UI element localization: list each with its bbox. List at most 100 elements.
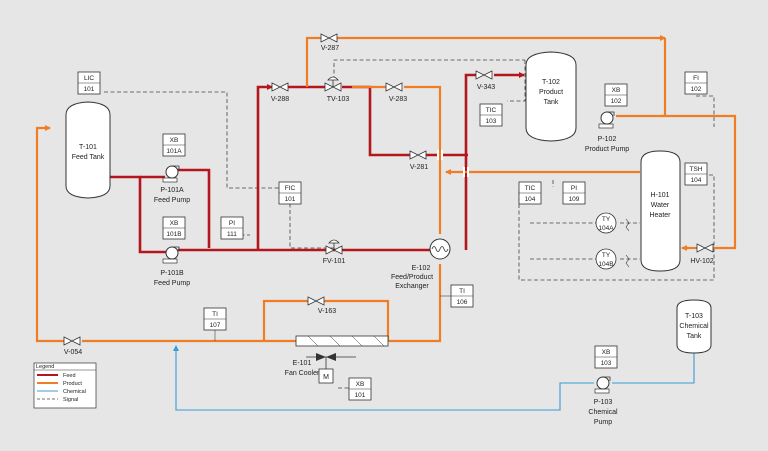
- p103-tag: P-103: [594, 399, 613, 406]
- instrument-ti106[interactable]: TI 106: [440, 284, 474, 308]
- svg-text:XB: XB: [612, 87, 621, 94]
- svg-text:TY: TY: [602, 216, 611, 223]
- svg-text:V-343: V-343: [477, 84, 495, 91]
- control-valve-tv103[interactable]: TV-103: [324, 76, 350, 103]
- e102-name-2: Exchanger: [395, 283, 429, 290]
- svg-text:102: 102: [691, 86, 702, 93]
- svg-text:101: 101: [355, 392, 366, 399]
- feed-tank-t101: T-101 Feed Tank: [65, 101, 111, 199]
- t103-name-1: Chemical: [679, 323, 709, 330]
- svg-text:104A: 104A: [598, 225, 614, 232]
- svg-text:104B: 104B: [598, 261, 613, 268]
- legend-title: Legend: [36, 364, 54, 370]
- t102-tag: T-102: [542, 79, 560, 86]
- p103-name-2: Pump: [594, 419, 612, 426]
- t101-tag: T-101: [79, 144, 97, 151]
- h101-tag: H-101: [650, 192, 669, 199]
- t102-name-2: Tank: [544, 99, 559, 106]
- svg-text:V-288: V-288: [271, 96, 289, 103]
- instrument-ti107[interactable]: TI 107: [203, 307, 227, 341]
- instrument-tic104[interactable]: TIC 104: [518, 181, 542, 205]
- svg-text:FIC: FIC: [285, 185, 296, 192]
- svg-text:TV-103: TV-103: [327, 96, 350, 103]
- instrument-fic101[interactable]: FIC 101: [278, 181, 302, 205]
- signal-break-a: [625, 218, 630, 232]
- svg-text:XB: XB: [356, 381, 365, 388]
- instrument-xb102[interactable]: XB 102: [604, 83, 628, 107]
- valve-v343[interactable]: V-343: [475, 70, 495, 91]
- valve-v288[interactable]: V-288: [271, 82, 289, 103]
- valve-v283[interactable]: V-283: [385, 82, 407, 103]
- instrument-tsh104[interactable]: TSH 104: [684, 162, 708, 186]
- valve-v163[interactable]: V-163: [307, 296, 336, 315]
- svg-text:TIC: TIC: [486, 107, 497, 114]
- svg-text:101A: 101A: [166, 148, 182, 155]
- instrument-xb101[interactable]: XB 101: [348, 377, 372, 401]
- svg-text:FI: FI: [693, 75, 699, 82]
- svg-text:PI: PI: [229, 220, 235, 227]
- instrument-tic103[interactable]: TIC 103: [479, 103, 503, 127]
- svg-text:111: 111: [227, 231, 237, 238]
- svg-text:103: 103: [601, 360, 612, 367]
- h101-name-2: Heater: [649, 212, 671, 219]
- p101a-tag: P-101A: [160, 187, 184, 194]
- feed-pump-p101a: P-101A Feed Pump: [154, 165, 190, 204]
- instrument-fi102[interactable]: FI 102: [684, 71, 708, 95]
- svg-text:FV-101: FV-101: [323, 258, 346, 265]
- legend-feed: Feed: [63, 373, 76, 379]
- product-tank-t102: T-102 Product Tank: [525, 51, 577, 142]
- chemical-lines: [173, 345, 695, 411]
- svg-text:XB: XB: [602, 349, 611, 356]
- instrument-ty104a[interactable]: TY 104A: [595, 212, 617, 234]
- svg-text:TIC: TIC: [525, 185, 536, 192]
- svg-text:103: 103: [486, 118, 497, 125]
- svg-text:104: 104: [691, 177, 702, 184]
- p102-tag: P-102: [598, 136, 617, 143]
- instrument-xb103[interactable]: XB 103: [594, 345, 618, 369]
- exchanger-e102: E-102 Feed/Product Exchanger: [391, 238, 451, 290]
- product-lines: [35, 35, 737, 343]
- legend-chemical: Chemical: [63, 389, 86, 395]
- svg-text:106: 106: [457, 299, 468, 306]
- instrument-xb101b[interactable]: XB 101B: [162, 216, 186, 240]
- t102-name-1: Product: [539, 89, 563, 96]
- h101-name-1: Water: [651, 202, 670, 209]
- legend-signal: Signal: [63, 397, 78, 403]
- svg-text:109: 109: [569, 196, 580, 203]
- fan-motor: M: [318, 368, 334, 384]
- control-valve-fv101[interactable]: FV-101: [323, 239, 346, 265]
- t103-name-2: Tank: [687, 333, 702, 340]
- instrument-pi109[interactable]: PI 109: [562, 181, 586, 205]
- e101-tag: E-101: [293, 360, 312, 367]
- signal-break-b: [625, 254, 630, 268]
- svg-text:102: 102: [611, 98, 622, 105]
- svg-text:107: 107: [210, 322, 221, 329]
- svg-text:V-163: V-163: [318, 308, 336, 315]
- svg-text:101: 101: [84, 86, 95, 93]
- svg-text:LIC: LIC: [84, 75, 94, 82]
- instrument-lic101[interactable]: LIC 101: [77, 71, 101, 95]
- instrument-pi111[interactable]: PI 111: [220, 216, 244, 240]
- p101b-tag: P-101B: [160, 270, 184, 277]
- svg-text:TI: TI: [212, 311, 218, 318]
- svg-text:101B: 101B: [166, 231, 181, 238]
- svg-text:TI: TI: [459, 288, 465, 295]
- svg-text:V-281: V-281: [410, 164, 428, 171]
- instrument-xb101a[interactable]: XB 101A: [162, 133, 186, 157]
- e102-tag: E-102: [412, 265, 431, 272]
- valve-v287[interactable]: V-287: [320, 33, 339, 52]
- svg-text:V-054: V-054: [64, 349, 82, 356]
- chemical-tank-t103: T-103 Chemical Tank: [676, 299, 712, 354]
- water-heater-h101: H-101 Water Heater: [640, 150, 681, 272]
- instrument-ty104b[interactable]: TY 104B: [595, 248, 617, 270]
- valve-v281[interactable]: V-281: [409, 150, 428, 171]
- svg-text:101: 101: [285, 196, 296, 203]
- feed-pump-p101b: P-101B Feed Pump: [154, 246, 190, 287]
- valve-hv102[interactable]: HV-102: [690, 243, 714, 265]
- fan-cooler-e101: E-101 Fan Cooler: [285, 335, 389, 377]
- line-crossings: [437, 150, 469, 177]
- valve-v054[interactable]: V-054: [63, 336, 82, 356]
- svg-text:TSH: TSH: [690, 166, 703, 173]
- legend-product: Product: [63, 381, 82, 387]
